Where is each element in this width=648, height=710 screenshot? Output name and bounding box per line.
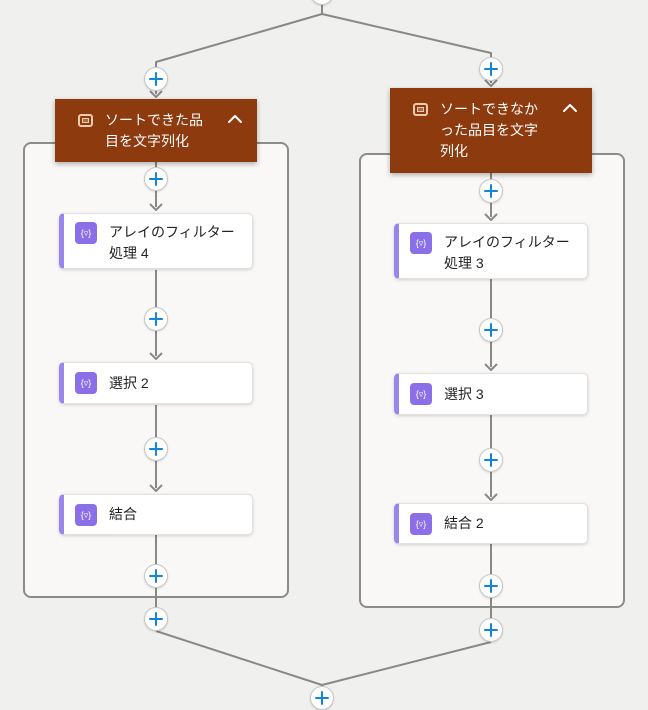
plus-icon <box>149 569 163 583</box>
plus-icon <box>484 62 498 76</box>
action-card-filter-array-3[interactable]: {▿} アレイのフィルター処理 3 <box>394 223 588 279</box>
chevron-up-icon <box>228 115 242 123</box>
add-action-button[interactable] <box>144 307 168 331</box>
scope-header-sorted[interactable]: ソートできた品目を文字列化 <box>55 99 257 162</box>
plus-icon <box>149 172 163 186</box>
data-operation-icon: {▿} <box>75 503 97 526</box>
plus-icon <box>484 323 498 337</box>
plus-icon <box>315 691 329 705</box>
plus-icon <box>149 72 163 86</box>
data-operation-icon: {▿} <box>410 383 432 405</box>
action-label: アレイのフィルター処理 3 <box>444 234 570 271</box>
data-operation-icon: {▿} <box>75 372 97 394</box>
data-operation-icon: {▿} <box>75 222 97 244</box>
collapse-scope-button[interactable] <box>227 113 243 125</box>
scope-title: ソートできた品目を文字列化 <box>105 112 203 149</box>
plus-icon <box>149 612 163 626</box>
action-card-filter-array-4[interactable]: {▿} アレイのフィルター処理 4 <box>59 213 253 269</box>
scope-title: ソートできなかった品目を文字列化 <box>440 101 538 159</box>
add-action-button[interactable] <box>479 179 503 203</box>
plus-icon <box>149 312 163 326</box>
add-action-button[interactable] <box>144 437 168 461</box>
add-action-button[interactable] <box>144 564 168 588</box>
add-action-button[interactable] <box>479 574 503 598</box>
scope-header-unsorted[interactable]: ソートできなかった品目を文字列化 <box>390 88 592 173</box>
plus-icon <box>484 184 498 198</box>
plus-icon <box>149 442 163 456</box>
add-action-button[interactable] <box>310 0 334 5</box>
action-label: 選択 3 <box>444 385 484 402</box>
scope-icon <box>78 114 93 127</box>
add-action-button[interactable] <box>479 318 503 342</box>
add-action-button[interactable] <box>144 67 168 91</box>
plus-icon <box>484 579 498 593</box>
action-label: アレイのフィルター処理 4 <box>109 224 235 261</box>
action-label: 結合 2 <box>444 515 484 531</box>
add-action-button[interactable] <box>310 686 334 710</box>
add-action-button[interactable] <box>144 607 168 631</box>
action-card-select-2[interactable]: {▿} 選択 2 <box>59 362 253 404</box>
data-operation-icon: {▿} <box>410 232 432 254</box>
action-card-select-3[interactable]: {▿} 選択 3 <box>394 373 588 415</box>
flow-canvas: ソートできた品目を文字列化 ソートできなかった品目を文字列化 {▿} アレイのフ… <box>23 0 625 710</box>
action-card-join-2[interactable]: {▿} 結合 2 <box>394 503 588 544</box>
collapse-scope-button[interactable] <box>562 102 578 114</box>
chevron-up-icon <box>563 104 577 112</box>
plus-icon <box>484 453 498 467</box>
add-action-button[interactable] <box>144 167 168 191</box>
scope-icon <box>413 103 428 116</box>
add-action-button[interactable] <box>479 448 503 472</box>
action-card-join[interactable]: {▿} 結合 <box>59 494 253 535</box>
action-label: 結合 <box>109 506 137 522</box>
data-operation-icon: {▿} <box>410 512 432 535</box>
action-label: 選択 2 <box>109 374 149 391</box>
add-action-button[interactable] <box>479 618 503 642</box>
plus-icon <box>484 623 498 637</box>
add-action-button[interactable] <box>479 57 503 81</box>
